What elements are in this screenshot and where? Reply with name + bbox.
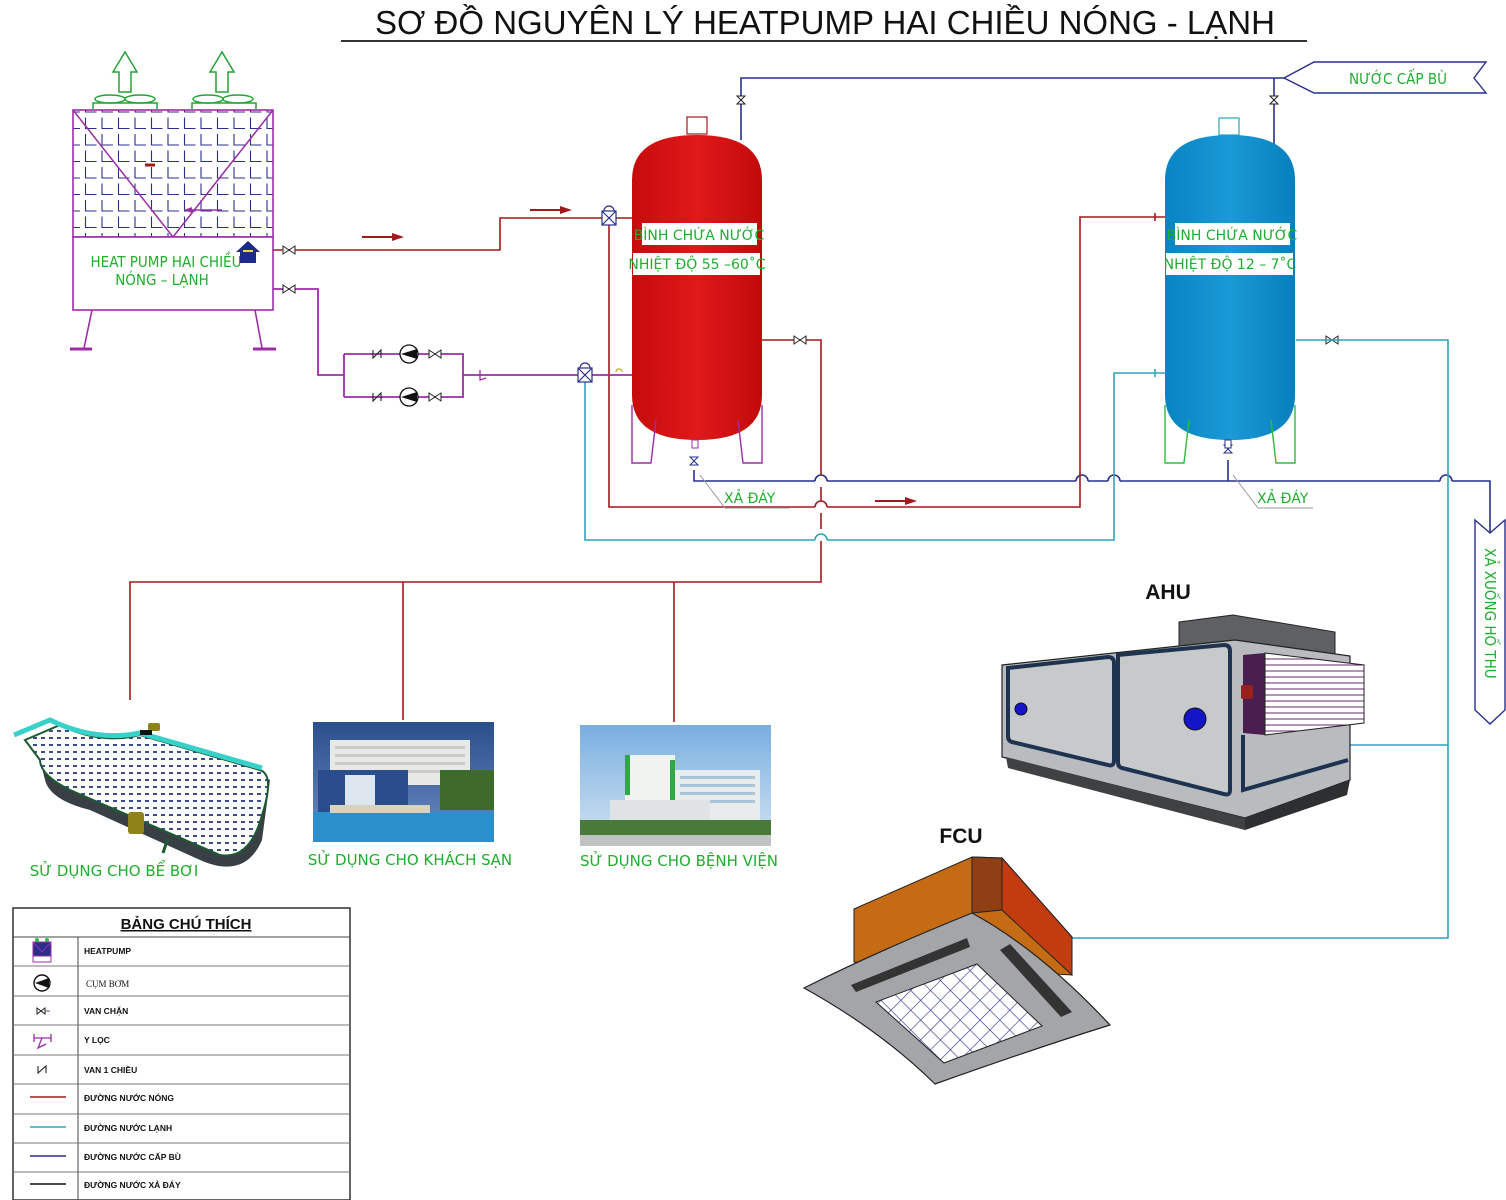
use-pool-label: SỬ DỤNG CHO BỂ BƠI [30, 859, 199, 880]
cold-tank-label: BÌNH CHỨA NƯỚC [1167, 226, 1298, 244]
drain-outlet: XẢ XUỐNG HỐ THU [1474, 518, 1506, 725]
cold-tank-drain-label: XẢ ĐÁY [1257, 489, 1309, 507]
hospital-photo: SỬ DỤNG CHO BỆNH VIỆN [580, 725, 778, 870]
check-valve-icon [372, 348, 382, 403]
hot-water-lines [129, 206, 1165, 722]
legend-title: BẢNG CHÚ THÍCH [121, 915, 252, 933]
cold-tank-body [1165, 135, 1295, 440]
ahu-unit[interactable]: AHU [1001, 581, 1365, 830]
makeup-water-label: NƯỚC CẤP BÙ [1349, 67, 1447, 88]
hot-tank-drain-label: XẢ ĐÁY [724, 489, 776, 507]
ahu-label: AHU [1145, 581, 1191, 604]
ahu-port-icon [1014, 702, 1028, 716]
hotel-photo: SỬ DỤNG CHO KHÁCH SẠN [308, 722, 512, 869]
flow-arrow-icon [362, 206, 917, 505]
y-strainer-icon [479, 370, 487, 381]
hot-tank-temperature: NHIỆT ĐỘ 55 –60˚C [628, 255, 765, 273]
diagram-title: SƠ ĐỒ NGUYÊN LÝ HEATPUMP HAI CHIỀU NÓNG … [375, 4, 1275, 41]
legend-row-label: CỤM BƠM [86, 979, 129, 989]
gate-valve-icon [36, 1007, 50, 1015]
legend-row-label: Y LỌC [84, 1035, 110, 1045]
fcu-unit[interactable]: FCU [802, 825, 1112, 1085]
chilled-water-lines [584, 339, 1449, 939]
heatpump-label-line2: NÓNG – LẠNH [115, 270, 209, 289]
legend-row-label: ĐƯỜNG NƯỚC NÓNG [84, 1092, 174, 1103]
pump-icon [399, 344, 419, 407]
makeup-water-inlet: NƯỚC CẤP BÙ [1282, 61, 1488, 94]
three-way-valve-icon [577, 205, 617, 383]
makeup-water-lines [688, 77, 1491, 535]
home-icon [236, 241, 260, 263]
legend-row-label: ĐƯỜNG NƯỚC XẢ ĐÁY [84, 1179, 181, 1190]
y-strainer-icon [33, 1034, 52, 1050]
gate-valve-icon [688, 95, 1280, 466]
legend-row-label: ĐƯỜNG NƯỚC LẠNH [84, 1122, 172, 1133]
hot-tank-body [632, 135, 762, 440]
chilled-water-tank[interactable]: BÌNH CHỨA NƯỚC NHIỆT ĐỘ 12 – 7˚C XẢ ĐÁY [1164, 117, 1313, 509]
check-valve-icon [37, 1064, 47, 1075]
cold-tank-temperature: NHIỆT ĐỘ 12 – 7˚C [1164, 255, 1297, 273]
legend-table: BẢNG CHÚ THÍCH [12, 907, 351, 1200]
legend-row-label: ĐƯỜNG NƯỚC CẤP BÙ [84, 1151, 181, 1162]
hot-water-tank[interactable]: BÌNH CHỨA NƯỚC NHIỆT ĐỘ 55 –60˚C XẢ ĐÁY [628, 116, 790, 509]
legend-row-label: VAN CHẶN [84, 1006, 128, 1016]
exhaust-arrow-icon [92, 50, 257, 109]
heatpump-unit[interactable]: HEAT PUMP HAI CHIỀU NÓNG – LẠNH [70, 50, 276, 351]
ahu-port-icon [1183, 707, 1207, 731]
drain-outlet-label: XẢ XUỐNG HỐ THU [1481, 548, 1502, 679]
pump-icon [33, 974, 51, 992]
heatpump-icon [32, 938, 52, 963]
swimming-pool-illustration: SỬ DỤNG CHO BỂ BƠI [13, 717, 270, 880]
hot-tank-label: BÌNH CHỨA NƯỚC [634, 226, 765, 244]
legend-row-label: HEATPUMP [84, 946, 131, 956]
heatpump-label-line1: HEAT PUMP HAI CHIỀU [91, 250, 242, 271]
legend-row-label: VAN 1 CHIỀU [84, 1065, 137, 1075]
pump-return-line [273, 245, 1339, 407]
use-hotel-label: SỬ DỤNG CHO KHÁCH SẠN [308, 849, 512, 869]
fcu-label: FCU [939, 825, 982, 848]
use-hospital-label: SỬ DỤNG CHO BỆNH VIỆN [580, 850, 778, 870]
condenser-coil [72, 109, 274, 238]
